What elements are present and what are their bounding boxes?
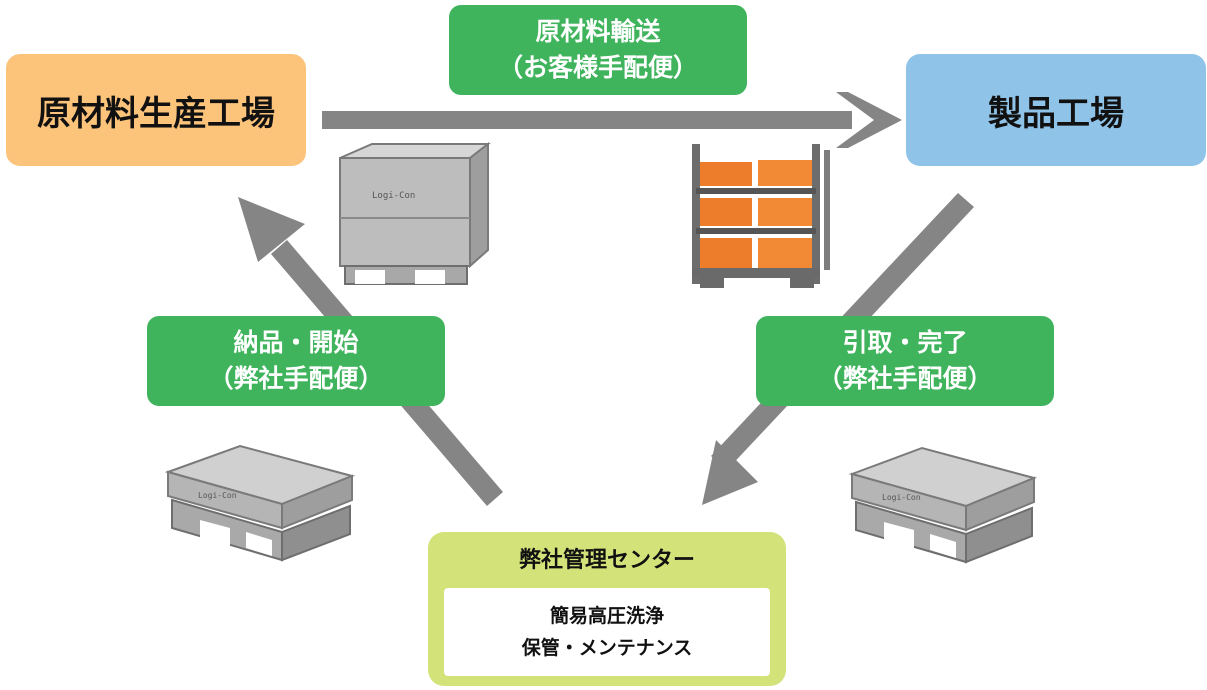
label-raw-material-transport: 原材料輸送 （お客様手配便） (449, 5, 747, 95)
label-right-line2: （弊社手配便） (817, 364, 993, 393)
label-top-line2: （お客様手配便） (497, 53, 698, 82)
management-center-node: 弊社管理センター 簡易高圧洗浄 保管・メンテナンス (428, 532, 786, 686)
management-center-services: 簡易高圧洗浄 保管・メンテナンス (444, 588, 770, 676)
crate-label: Logi-Con (372, 191, 415, 201)
folded-crate-image-right: Logi-Con (848, 446, 1038, 564)
label-left-line2: （弊社手配便） (208, 364, 384, 393)
tall-crate-image: Logi-Con (339, 141, 491, 285)
loaded-rack-image (692, 144, 830, 288)
folded-crate-image-left: Logi-Con (164, 444, 356, 562)
label-pickup-complete: 引取・完了 （弊社手配便） (756, 316, 1054, 406)
service-line-2: 保管・メンテナンス (521, 637, 693, 659)
arrow-raw-to-product (322, 92, 902, 148)
service-line-1: 簡易高圧洗浄 (549, 605, 664, 627)
label-right-line1: 引取・完了 (842, 328, 968, 357)
product-factory-node: 製品工場 (906, 54, 1206, 166)
raw-material-factory-node: 原材料生産工場 (6, 54, 306, 166)
label-delivery-start: 納品・開始 （弊社手配便） (147, 316, 445, 406)
crate-label: Logi-Con (882, 493, 921, 502)
management-center-title: 弊社管理センター (518, 548, 695, 573)
label-left-line1: 納品・開始 (233, 328, 359, 357)
label-top-line1: 原材料輸送 (535, 17, 661, 46)
crate-label: Logi-Con (198, 491, 237, 500)
